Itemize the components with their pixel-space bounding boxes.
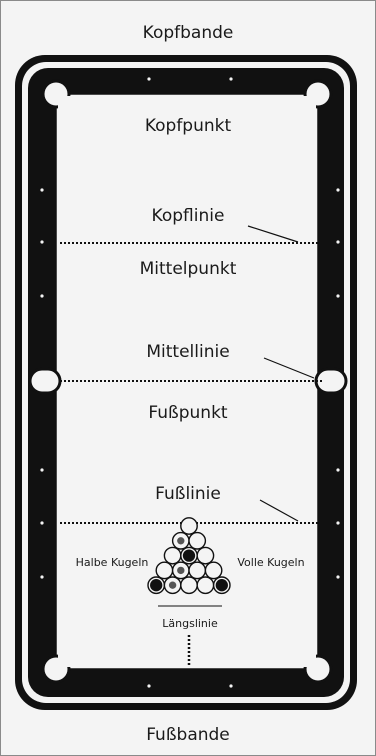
ball-5-solid-fill — [182, 549, 196, 562]
ball-12-stripe-mark — [168, 581, 177, 589]
head-rail-label: Kopfbande — [143, 23, 234, 43]
center-line-pointer — [263, 357, 315, 379]
head-string-label: Kopflinie — [152, 206, 225, 226]
head-string-pointer — [247, 225, 299, 243]
ball-6 — [196, 546, 215, 565]
ball-1 — [180, 517, 198, 535]
foot-rail-label: Fußbande — [146, 725, 230, 745]
ball-11-solid-fill — [150, 579, 163, 592]
ball-14 — [196, 576, 215, 595]
ball-2-stripe-mark — [177, 537, 185, 545]
foot-spot-label: Fußpunkt — [148, 403, 228, 423]
center-spot-label: Mittelpunkt — [140, 259, 237, 279]
pocket-side-left — [28, 367, 62, 395]
ball-rack — [147, 517, 231, 595]
head-spot-label: Kopfpunkt — [145, 116, 232, 136]
foot-string-label: Fußlinie — [155, 484, 221, 504]
ball-15-solid-fill — [215, 579, 228, 592]
ball-4 — [163, 546, 182, 565]
solids-label: Volle Kugeln — [237, 556, 304, 569]
ball-7 — [155, 561, 174, 580]
ball-13 — [180, 576, 198, 595]
rail-diamonds — [40, 77, 340, 688]
ball-10 — [204, 561, 223, 580]
foot-string-pointer — [259, 499, 299, 522]
center-line-label: Mittellinie — [146, 342, 229, 362]
ball-8-stripe-mark — [177, 566, 185, 575]
ball-9 — [188, 561, 207, 580]
stripes-label: Halbe Kugeln — [76, 556, 149, 569]
long-string-label: Längslinie — [162, 617, 218, 630]
ball-3 — [188, 531, 207, 550]
